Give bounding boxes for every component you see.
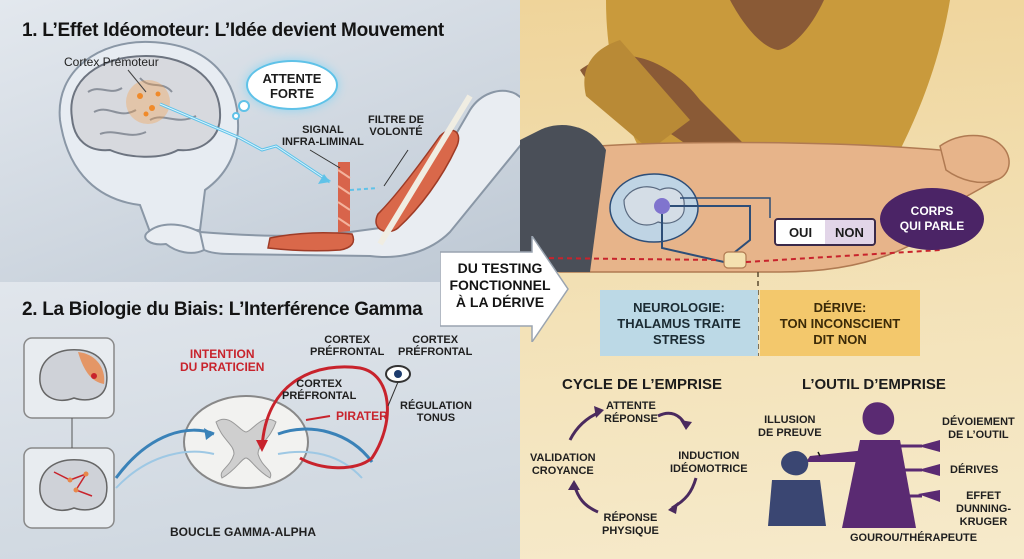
corps-text: CORPS QUI PARLE [899,204,965,233]
cycle-title: CYCLE DE L’EMPRISE [562,376,723,393]
cortex-prefrontal-label-c: CORTEX PRÉFRONTAL [282,378,357,402]
thought-bubble: ATTENTE FORTE [246,60,338,110]
regulation-tonus-label: RÉGULATION TONUS [400,400,472,424]
panel1-title: 1. L’Effet Idéomoteur: L’Idée devient Mo… [22,20,444,41]
cortex-premotor-label: Cortex Prémoteur [64,55,159,69]
gamma-illustration [23,337,411,529]
cortex-prefrontal-label-b: CORTEX PRÉFRONTAL [398,334,473,358]
cycle-top-label: ATTENTE RÉPONSE [604,400,658,425]
oui-non-toggle: OUI NON [774,218,876,246]
neurologie-box: NEUROLOGIE: THALAMUS TRAITE STRESS [600,290,758,356]
premotor-glow [126,80,170,124]
tool-title: L’OUTIL D’EMPRISE [802,376,946,393]
non-option: NON [825,220,874,244]
oui-option: OUI [776,220,825,244]
transition-arrow-text: DU TESTING FONCTIONNEL À LA DÉRIVE [449,260,551,310]
cycle-bottom-label: RÉPONSE PHYSIQUE [602,512,659,537]
thought-text: ATTENTE FORTE [262,71,322,101]
transition-arrow [440,236,569,342]
tool-illusion-label: ILLUSION DE PREUVE [758,414,822,439]
cycle-left-label: VALIDATION CROYANCE [530,452,596,477]
ideomotor-illustration [58,40,535,258]
tool-gourou-label: GOUROU/THÉRAPEUTE [850,532,978,544]
tool-devoiement-label: DÉVOIEMENT DE L’OUTIL [942,416,1015,441]
panel-derive: NEUROLOGIE: THALAMUS TRAITE STRESS DÉRIV… [520,0,1024,559]
boucle-gamma-alpha-label: BOUCLE GAMMA-ALPHA [170,525,316,539]
thought-dot-large [238,100,250,112]
derive-illustration [520,0,1010,528]
pirater-label: PIRATER [336,409,388,423]
cortex-prefrontal-label-a: CORTEX PRÉFRONTAL [310,334,385,358]
corps-qui-parle-bubble: CORPS QUI PARLE [880,188,984,250]
derive-text: DÉRIVE: TON INCONSCIENT DIT NON [779,300,901,347]
cycle-right-label: INDUCTION IDÉOMOTRICE [670,450,748,475]
neurologie-text: NEUROLOGIE: THALAMUS TRAITE STRESS [617,300,741,347]
signal-infraliminal-label: SIGNAL INFRA-LIMINAL [282,124,364,148]
tool-effet-label: EFFET DUNNING- KRUGER [956,490,1011,528]
arm-neuro-overlay [539,173,941,269]
derive-box: DÉRIVE: TON INCONSCIENT DIT NON [760,290,920,356]
intention-praticien-label: INTENTION DU PRATICIEN [180,347,265,374]
thought-dot-small [232,112,240,120]
panel-ideomotor: 1. L’Effet Idéomoteur: L’Idée devient Mo… [0,0,548,282]
panel-gamma-interference: 2. La Biologie du Biais: L’Interférence … [0,282,520,559]
filtre-volonte-label: FILTRE DE VOLONTÉ [368,114,425,138]
panel2-title: 2. La Biologie du Biais: L’Interférence … [22,299,423,320]
tool-derives-label: DÉRIVES [950,464,999,476]
